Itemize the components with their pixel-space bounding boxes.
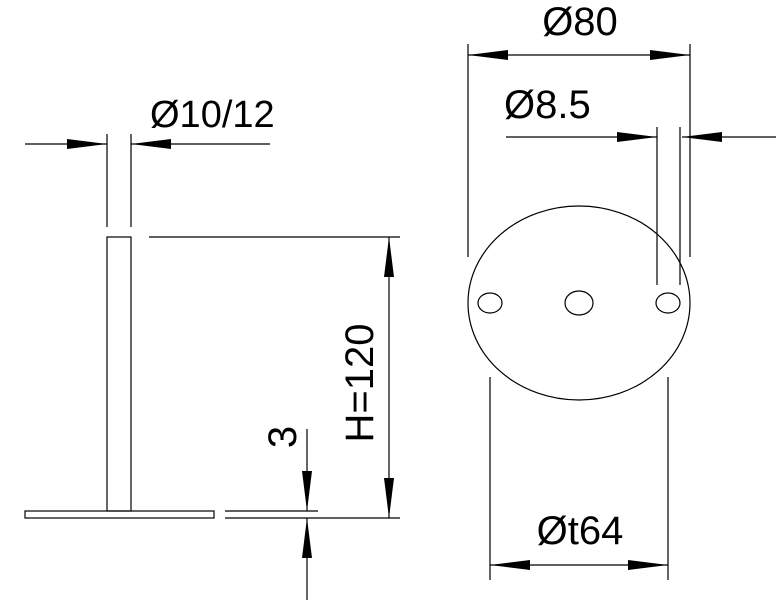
- mounting-hole-right: [655, 292, 681, 314]
- top-view: [467, 44, 776, 580]
- stem: [106, 236, 132, 512]
- plate-outline: [467, 205, 691, 401]
- hole-diameter-label: Ø8.5: [504, 83, 591, 127]
- height-label: H=120: [338, 324, 382, 443]
- plate-diameter-label: Ø80: [542, 0, 618, 44]
- center-hole: [564, 290, 594, 316]
- base-plate: [24, 510, 215, 519]
- side-view: [24, 134, 400, 600]
- plate-thickness-label: 3: [261, 426, 305, 448]
- mounting-hole-left: [477, 292, 503, 314]
- hole-spacing-label: Øt64: [537, 509, 624, 553]
- stem-diameter-label: Ø10/12: [150, 94, 275, 136]
